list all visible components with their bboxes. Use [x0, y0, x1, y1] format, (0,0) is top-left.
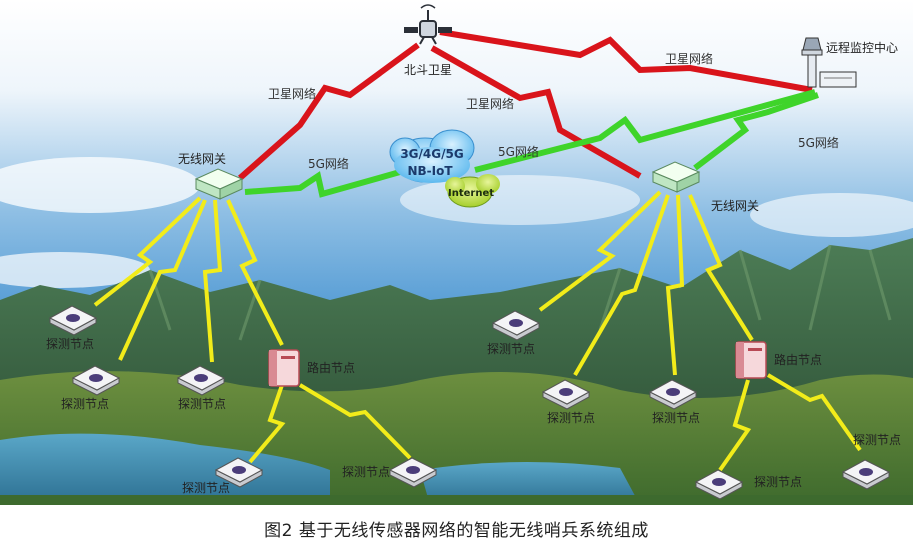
router-icon: [268, 349, 300, 387]
sensor-node: 探测节点: [841, 433, 901, 490]
sensor-node: 探测节点: [541, 379, 595, 425]
gateway-left-label: 无线网关: [178, 152, 226, 166]
cloud-icon: [389, 129, 475, 183]
gateway-icon: [651, 161, 701, 193]
sensor-icon: [694, 469, 744, 500]
sensor-icon: [541, 379, 591, 410]
network-cloud: 3G/4G/5G NB-IoT Internet: [389, 129, 500, 208]
cloud-line2: NB-IoT: [407, 164, 453, 178]
router-icon: [735, 341, 767, 379]
sensor-links: [93, 190, 862, 472]
sensor-node: 探测节点: [648, 379, 700, 425]
background-scenery: [0, 0, 913, 505]
sensor-icon: [648, 379, 698, 410]
link-rr-s10: [766, 373, 862, 452]
internet-label: Internet: [448, 188, 494, 199]
link-gwl-s1: [93, 196, 202, 307]
label-sat-monitor: 卫星网络: [665, 51, 713, 66]
label-gw-right-monitor: 5G网络: [798, 135, 839, 150]
link-sat-monitor: [439, 29, 813, 93]
link-gwr-router: [688, 194, 754, 342]
sensor-node: 探测节点: [182, 457, 264, 495]
link-gw-right-monitor: [693, 92, 819, 171]
sensor-icon: [48, 305, 98, 336]
link-rl-s5: [298, 383, 412, 460]
cloud-line1: 3G/4G/5G: [400, 147, 463, 161]
monitor-center-label: 远程监控中心: [826, 40, 898, 55]
link-gwr-s6: [538, 190, 662, 312]
link-gwr-s8: [665, 194, 685, 376]
sensor-node: 探测节点: [694, 469, 802, 500]
sensor-label: 探测节点: [61, 397, 109, 411]
link-cloud-monitor: [474, 89, 816, 173]
sensor-node: 探测节点: [487, 310, 541, 356]
label-gw-left-cloud: 5G网络: [308, 156, 349, 171]
label-sat-gw-right: 卫星网络: [466, 96, 514, 111]
network-diagram: 北斗卫星 远程监控中心 3G/4G/5G NB-IoT Internet: [0, 0, 913, 505]
satellite-links: [238, 29, 813, 181]
control-tower-icon: [801, 37, 857, 88]
figure-caption: 图2 基于无线传感器网络的智能无线哨兵系统组成: [264, 521, 649, 541]
label-cloud-monitor: 5G网络: [498, 144, 539, 159]
link-gw-left-cloud: [244, 169, 401, 198]
sensor-label: 探测节点: [487, 342, 535, 356]
link-rl-s4: [248, 384, 286, 464]
diagram-canvas: 北斗卫星 远程监控中心 3G/4G/5G NB-IoT Internet: [0, 0, 913, 505]
monitor-center-node: 远程监控中心: [801, 37, 898, 88]
sensor-label: 探测节点: [342, 465, 390, 479]
sensor-label: 探测节点: [46, 337, 94, 351]
sensor-icon: [491, 310, 541, 341]
gateway-icon: [194, 168, 244, 200]
sensor-node: 探测节点: [342, 457, 438, 488]
sensor-node: 探测节点: [61, 365, 121, 411]
sensor-label: 探测节点: [853, 433, 901, 447]
router-right-node: 路由节点: [735, 341, 822, 379]
sensor-label: 探测节点: [652, 411, 700, 425]
label-sat-gw-left: 卫星网络: [268, 86, 316, 101]
link-gwr-s7: [573, 194, 670, 377]
link-labels: 卫星网络 卫星网络 卫星网络 5G网络 5G网络 5G网络: [268, 51, 839, 171]
gateway-left-node: 无线网关: [178, 152, 244, 200]
sensor-label: 探测节点: [754, 475, 802, 489]
gateway-right-node: 无线网关: [651, 161, 759, 213]
router-right-label: 路由节点: [774, 352, 822, 367]
internet-cloud-icon: [445, 174, 500, 208]
network-links: [244, 89, 819, 198]
sensor-label: 探测节点: [547, 411, 595, 425]
router-left-label: 路由节点: [307, 360, 355, 375]
link-rr-s9: [718, 379, 752, 472]
gateway-right-label: 无线网关: [711, 199, 759, 213]
sensor-icon: [71, 365, 121, 396]
sensor-icon: [214, 457, 264, 488]
satellite-icon: [404, 4, 452, 45]
satellite-node: 北斗卫星: [404, 4, 452, 77]
sensor-label: 探测节点: [182, 481, 230, 495]
sensor-node: 探测节点: [46, 305, 98, 351]
sensor-icon: [176, 365, 226, 396]
link-gwl-s2: [118, 199, 207, 361]
link-gwl-router: [226, 199, 284, 346]
sensor-icon: [388, 457, 438, 488]
sensor-label: 探测节点: [178, 397, 226, 411]
sensor-nodes: 探测节点探测节点探测节点探测节点探测节点探测节点探测节点探测节点探测节点探测节点: [46, 305, 901, 500]
sensor-node: 探测节点: [176, 365, 226, 411]
link-sat-gw-left: [238, 42, 420, 181]
router-left-node: 路由节点: [268, 349, 355, 387]
link-sat-gw-right: [430, 45, 642, 179]
link-gwl-s3: [202, 199, 223, 363]
sensor-icon: [841, 459, 891, 490]
satellite-label: 北斗卫星: [404, 63, 452, 77]
